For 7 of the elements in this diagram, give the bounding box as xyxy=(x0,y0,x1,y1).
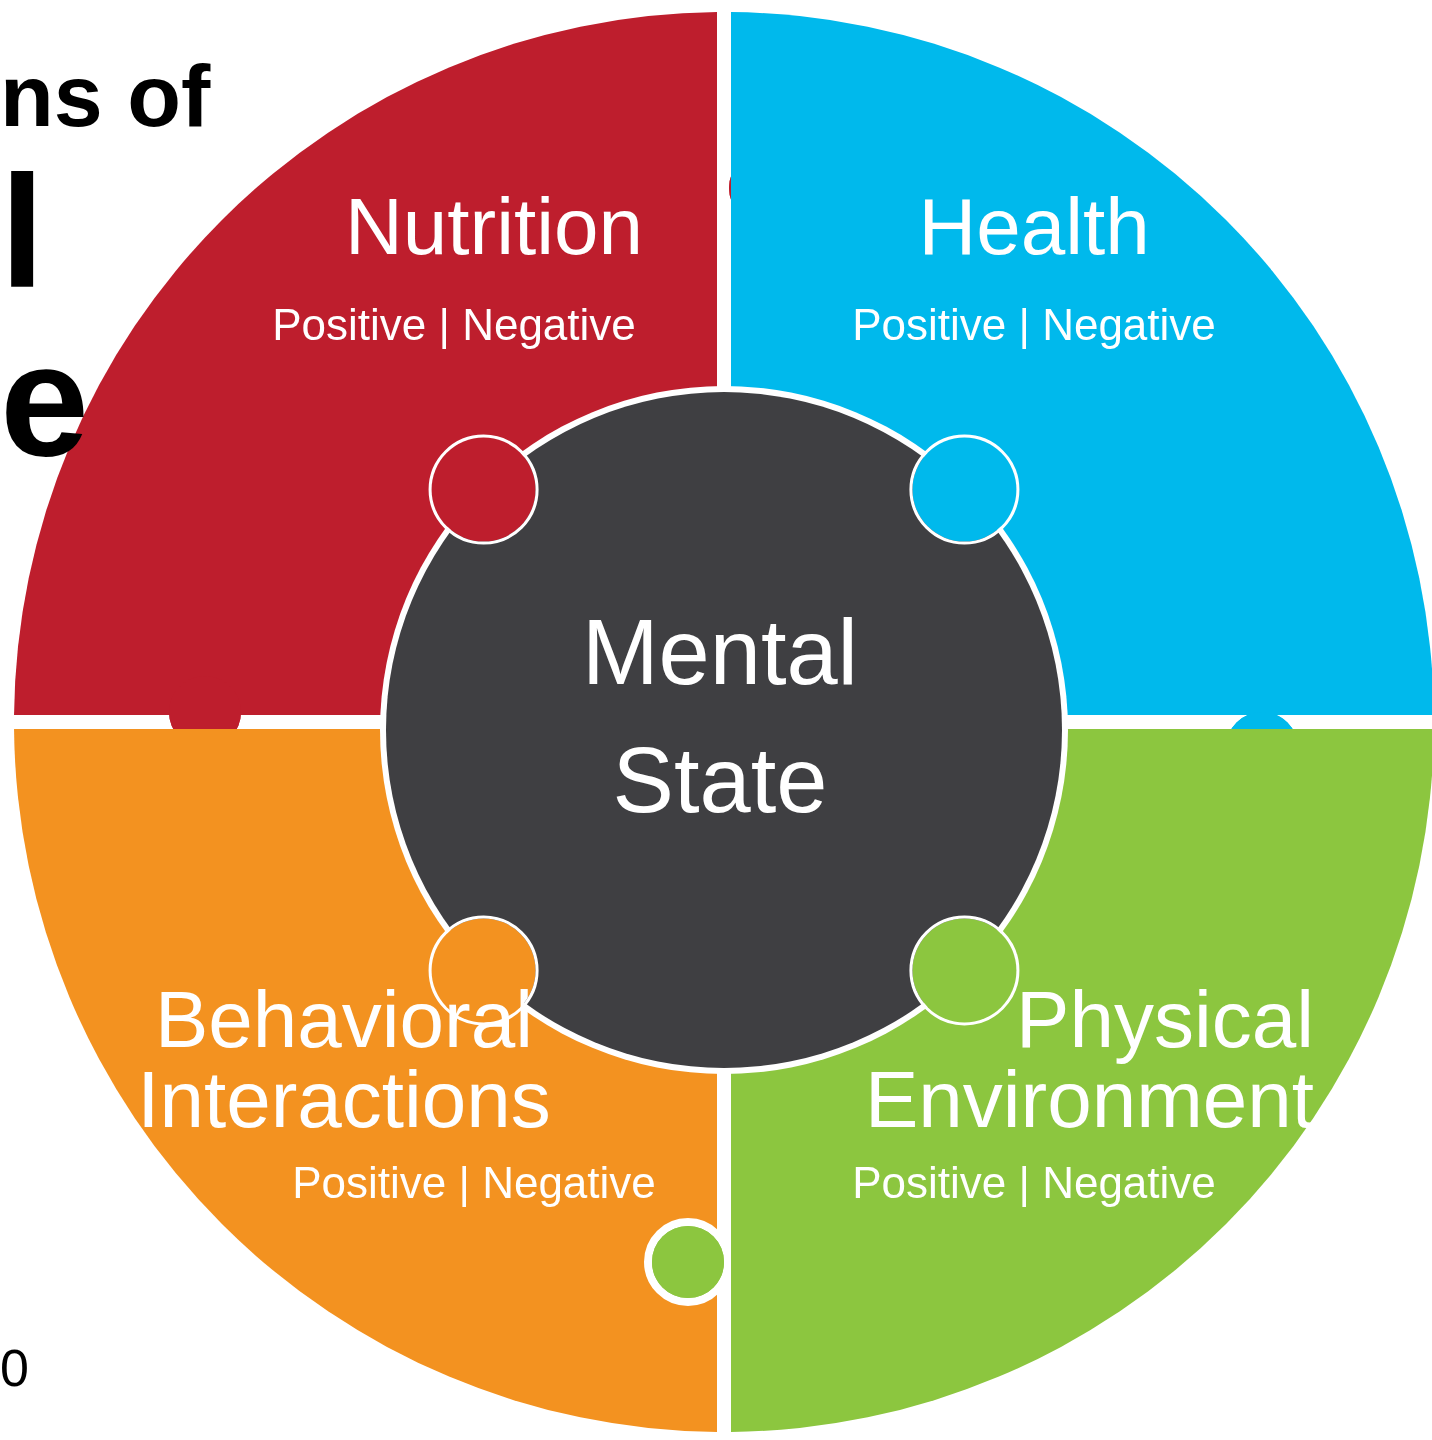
segment-title: Health xyxy=(917,187,1151,267)
segment-subtitle: Positive | Negative xyxy=(291,1158,657,1208)
segment-subtitle: Positive | Negative xyxy=(851,1158,1217,1208)
segment-title: Behavioral Interactions xyxy=(136,980,552,1140)
segment-title: Physical Environment xyxy=(863,980,1314,1140)
slide-text-fragment: 0 xyxy=(0,1342,29,1394)
segment-subtitle: Positive | Negative xyxy=(851,300,1217,350)
